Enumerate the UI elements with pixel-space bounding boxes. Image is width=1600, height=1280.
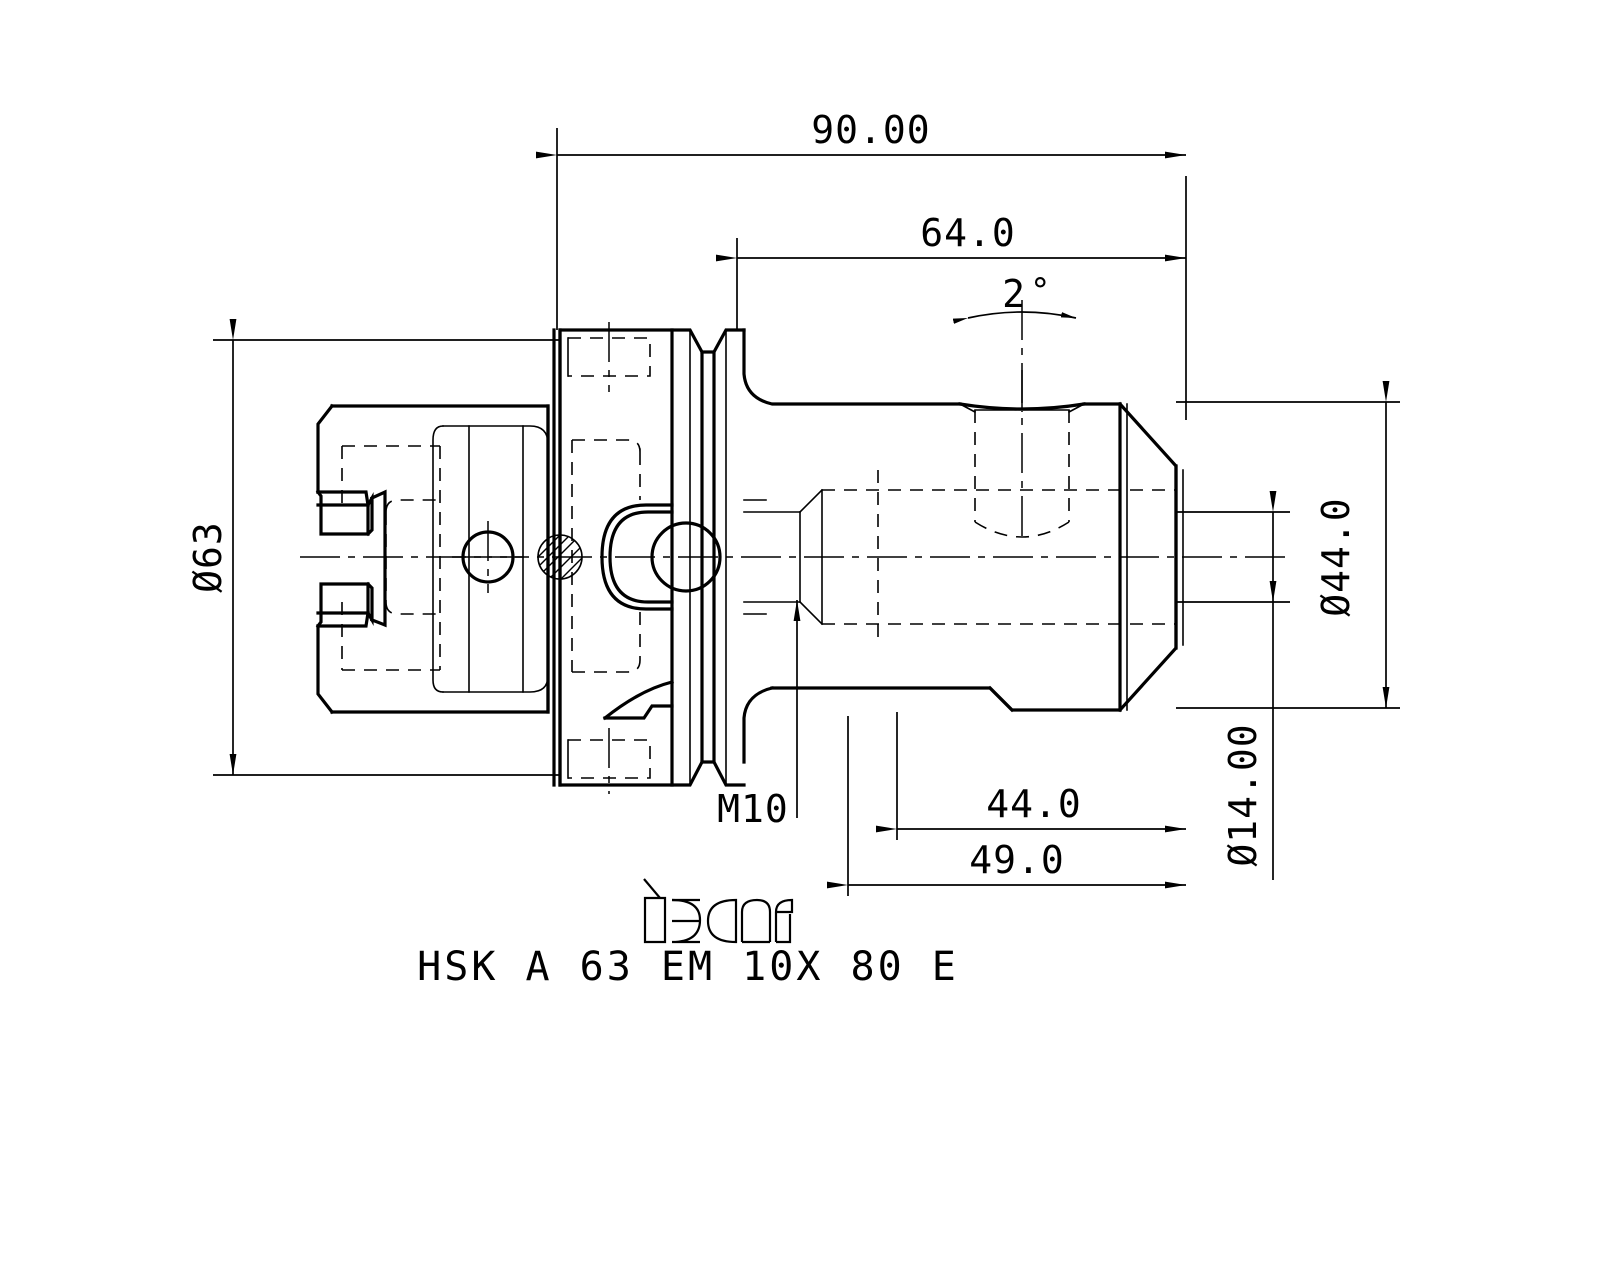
degree-symbol-icon: °	[1030, 271, 1050, 311]
dimension-taper-angle: 2 °	[952, 271, 1077, 412]
dimension-label-dia44: Ø44.0	[1314, 497, 1358, 616]
holder-body-geometry	[300, 328, 1290, 764]
dimension-label-64: 64.0	[920, 211, 1016, 255]
callout-thread-m10: M10	[717, 600, 801, 831]
dimension-gauge-length: 64.0	[716, 211, 1186, 330]
section-hatching	[538, 535, 582, 579]
dimension-label-49: 49.0	[969, 838, 1065, 882]
dimension-body-diameter: Ø44.0	[1176, 381, 1400, 709]
hsk-flange-geometry	[537, 322, 722, 794]
dimension-label-dia63: Ø63	[186, 521, 230, 593]
dimension-label-90: 90.00	[811, 108, 930, 152]
dimension-nose-length: 44.0	[876, 712, 1186, 840]
dimension-label-angle: 2	[1002, 272, 1026, 316]
dimension-label-44: 44.0	[986, 782, 1082, 826]
page-title: HSK A 63 EM 10X 80 E	[417, 944, 959, 990]
dimension-flange-diameter: Ø63	[186, 319, 560, 776]
callout-label-m10: M10	[717, 787, 789, 831]
dimension-label-dia14: Ø14.00	[1221, 723, 1265, 866]
iscar-logo	[643, 878, 794, 944]
dimension-overall-length: 90.00	[536, 108, 1187, 420]
dimension-bore-diameter: Ø14.00	[1176, 491, 1290, 880]
dimension-shoulder-length: 49.0	[827, 716, 1186, 896]
